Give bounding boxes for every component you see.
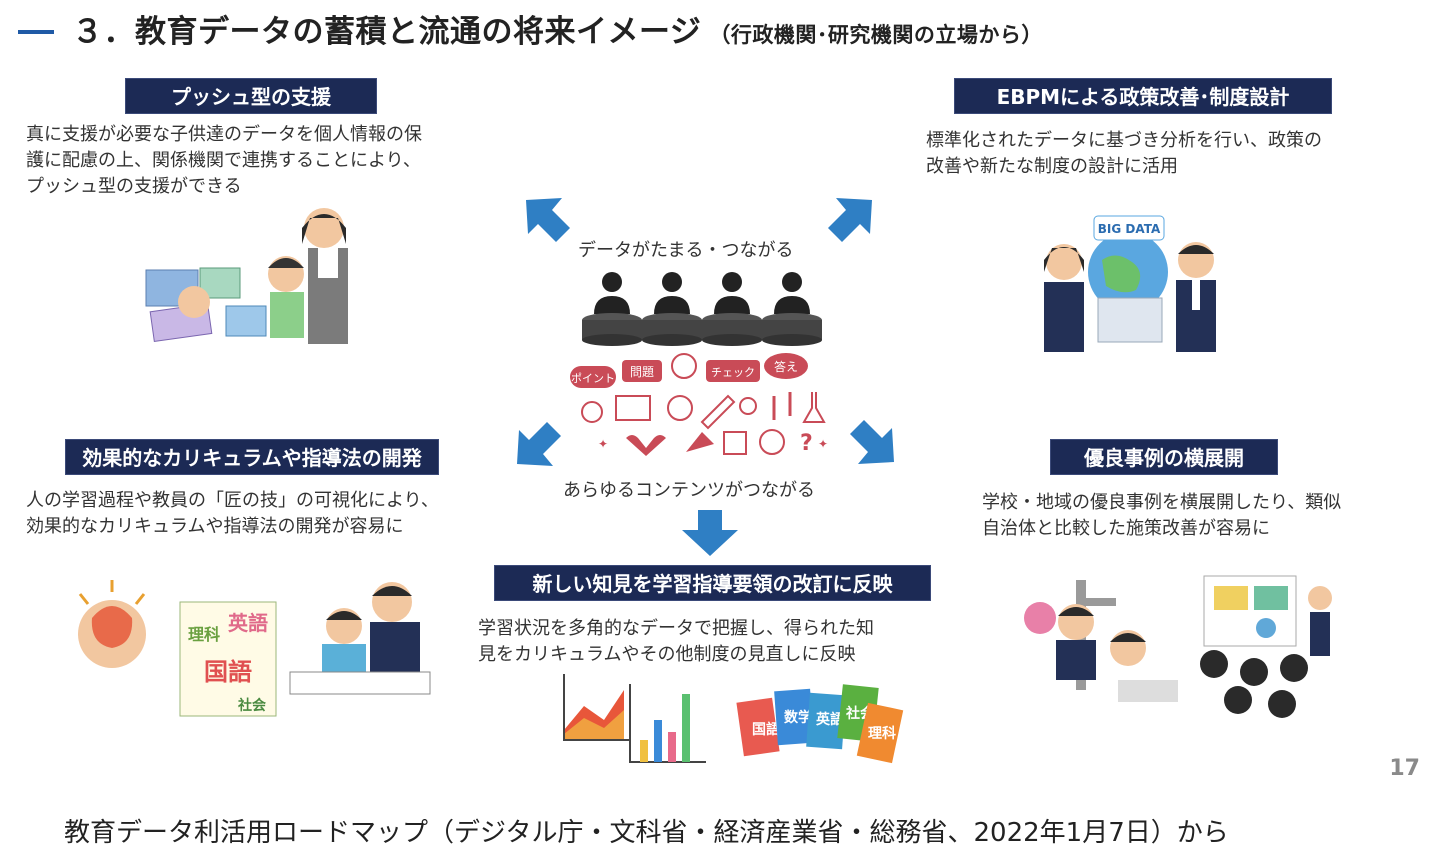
svg-text:?: ? (800, 431, 813, 456)
content-icons-illustration: ポイント 問題 チェック 答え ? ✦ ✦ (570, 353, 828, 456)
new-knowledge-description: 学習状況を多角的なデータで把握し、得られた知 見をカリキュラムやその他制度の見直… (478, 618, 874, 665)
curriculum-description: 人の学習過程や教員の「匠の技」の可視化により、 効果的なカリキュラムや指導法の開… (26, 490, 439, 537)
person-2-icon (642, 272, 702, 346)
timetable-science: 理科 (188, 625, 220, 644)
center-bottom-text: あらゆるコンテンツがつながる (563, 480, 815, 501)
book-english: 英語 (815, 711, 844, 728)
page-title-text: ３．教育データの蓄積と流通の将来イメージ (72, 14, 702, 50)
svg-text:✦: ✦ (818, 437, 828, 451)
tag-check: チェック (711, 366, 755, 379)
page-subtitle: （行政機関･研究機関の立場から） (709, 23, 1043, 47)
data-people-illustration (582, 272, 822, 346)
center-top-text: データがたまる・つながる (578, 240, 794, 261)
best-practice-illustration (1024, 575, 1332, 718)
book-math: 数学 (784, 709, 812, 726)
title-accent-bar (18, 30, 54, 34)
ebpm-label: EBPMによる政策改善･制度設計 (954, 78, 1332, 114)
timetable-social: 社会 (237, 697, 267, 714)
arrow-down-icon (682, 510, 738, 556)
page-title: ３．教育データの蓄積と流通の将来イメージ （行政機関･研究機関の立場から） (72, 6, 1043, 51)
person-3-icon (702, 272, 762, 346)
arrow-down-left-icon (517, 422, 561, 466)
best-practice-description: 学校・地域の優良事例を横展開したり、類似 自治体と比較した施策改善が容易に (982, 492, 1342, 539)
arrow-up-right-icon (828, 198, 872, 242)
curriculum-illustration: 理科 英語 国語 社会 (78, 580, 431, 717)
person-4-icon (762, 272, 822, 346)
push-support-label: プッシュ型の支援 (125, 78, 377, 114)
page-number: 17 (1389, 756, 1420, 781)
footer-source: 教育データ利活用ロードマップ（デジタル庁・文科省・経済産業省・総務省、2022年… (64, 818, 1229, 848)
arrow-down-right-icon (850, 420, 894, 464)
big-data-label: BIG DATA (1098, 222, 1161, 236)
curriculum-label: 効果的なカリキュラムや指導法の開発 (65, 439, 439, 475)
push-support-description: 真に支援が必要な子供達のデータを個人情報の保 護に配慮の上、関係機関で連携するこ… (26, 124, 422, 197)
new-knowledge-label: 新しい知見を学習指導要領の改訂に反映 (494, 565, 931, 601)
tag-point: ポイント (571, 372, 615, 385)
best-practice-label: 優良事例の横展開 (1050, 439, 1278, 475)
tag-answer: 答え (774, 359, 798, 374)
svg-text:✦: ✦ (598, 437, 608, 451)
person-1-icon (582, 272, 642, 346)
new-knowledge-illustration: 国語 数学 英語 社会 理科 (563, 674, 904, 764)
push-support-illustration (145, 208, 348, 344)
timetable-english: 英語 (228, 611, 268, 635)
tag-question: 問題 (630, 365, 654, 379)
book-japanese: 国語 (752, 721, 780, 738)
ebpm-illustration: BIG DATA (1044, 215, 1216, 352)
book-science: 理科 (868, 725, 896, 742)
arrow-up-left-icon (526, 198, 570, 242)
timetable-japanese: 国語 (204, 658, 252, 686)
ebpm-description: 標準化されたデータに基づき分析を行い、政策の 改善や新たな制度の設計に活用 (926, 130, 1322, 177)
